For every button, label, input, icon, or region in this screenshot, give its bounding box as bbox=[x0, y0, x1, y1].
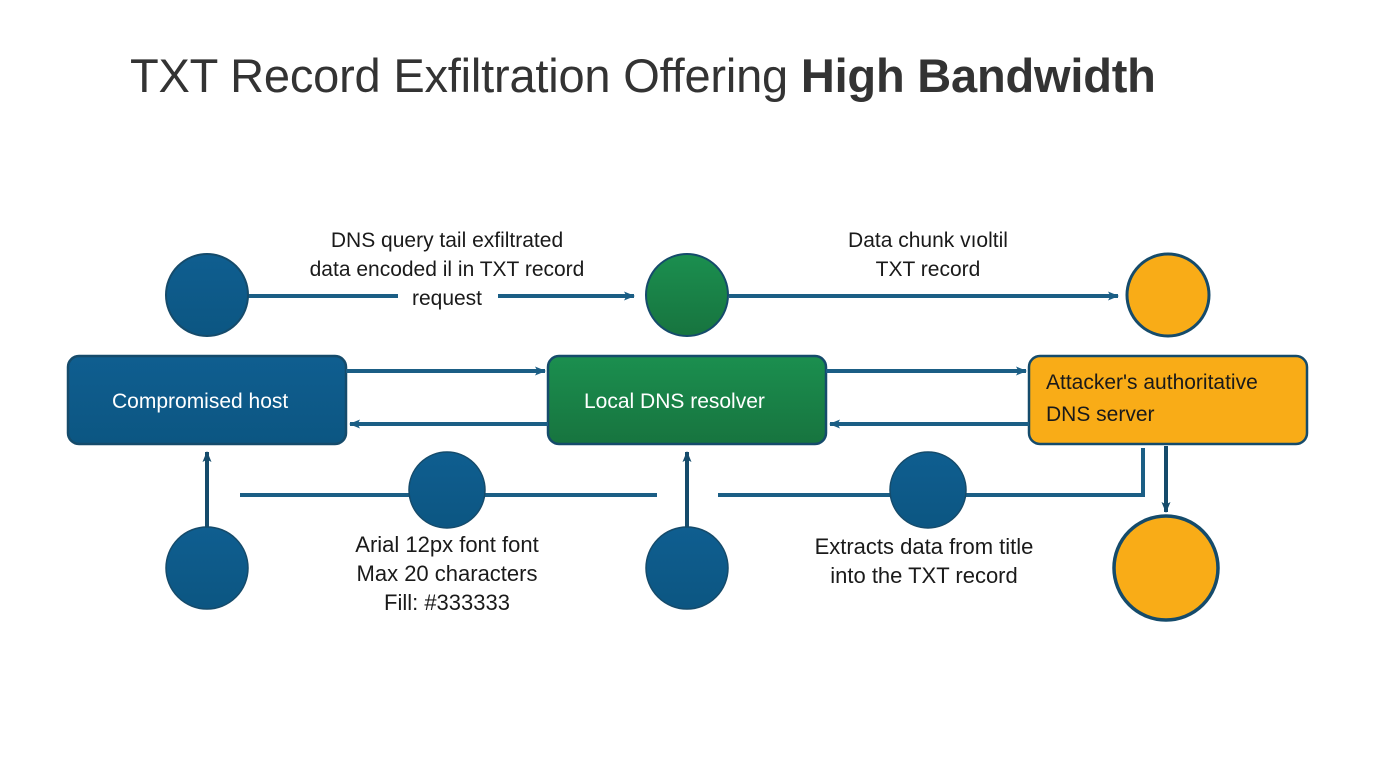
circle-bottom-left-node bbox=[165, 526, 249, 610]
page-title: TXT Record Exfiltration Offering High Ba… bbox=[130, 46, 1156, 106]
circle-mid-left-node bbox=[408, 451, 486, 529]
edge-label-query-line2: data encoded il in TXT record bbox=[310, 258, 585, 281]
circle-top-right-attacker bbox=[1125, 252, 1211, 338]
node-local-dns-resolver[interactable] bbox=[546, 354, 828, 446]
annotation-font-note-line1: Arial 12px font font bbox=[355, 532, 538, 557]
edge-label-query-top: DNS query tail exfiltrated data encoded … bbox=[310, 229, 585, 311]
annotation-extract-note: Extracts data from title into the TXT re… bbox=[815, 534, 1034, 588]
label-backing bbox=[398, 282, 498, 311]
edge-label-query-line1: DNS query tail exfiltrated bbox=[331, 229, 563, 252]
edge-label-query-line3: request bbox=[412, 287, 482, 310]
node-attacker-dns-server-label-line2: DNS server bbox=[1046, 403, 1155, 426]
circle-top-middle-resolver bbox=[645, 253, 729, 337]
title-bold-part: High Bandwidth bbox=[800, 49, 1156, 102]
annotation-font-note-line2: Max 20 characters bbox=[357, 561, 538, 586]
node-compromised-host[interactable] bbox=[66, 354, 348, 446]
circle-bottom-right-node bbox=[1112, 514, 1220, 622]
annotation-extract-note-line1: Extracts data from title bbox=[815, 534, 1034, 559]
edge-bus-to-attacker-elbow bbox=[1133, 448, 1145, 497]
edge-label-chunk-line2: TXT record bbox=[876, 258, 981, 281]
title-normal-part: TXT Record Exfiltration Offering bbox=[130, 49, 801, 102]
edge-label-chunk-line1: Data chunk vıoltil bbox=[848, 229, 1008, 252]
node-attacker-dns-server-label-line1: Attacker's authoritative bbox=[1046, 371, 1258, 394]
annotation-extract-note-line2: into the TXT record bbox=[830, 563, 1018, 588]
circle-bottom-middle-node bbox=[645, 526, 729, 610]
node-attacker-dns-server[interactable] bbox=[1027, 354, 1309, 446]
node-compromised-host-label: Compromised host bbox=[112, 390, 288, 413]
annotation-font-note-line3: Fill: #333333 bbox=[384, 590, 510, 615]
circle-mid-right-node bbox=[889, 451, 967, 529]
node-local-dns-resolver-label: Local DNS resolver bbox=[584, 390, 765, 413]
annotation-font-note: Arial 12px font font Max 20 characters F… bbox=[355, 532, 538, 615]
edge-label-chunk-top: Data chunk vıoltil TXT record bbox=[848, 229, 1008, 281]
circle-top-left-host bbox=[165, 253, 249, 337]
